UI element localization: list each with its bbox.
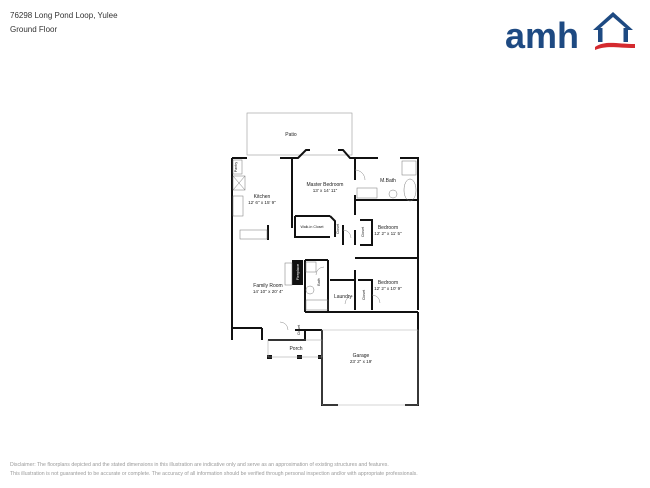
tub bbox=[403, 178, 417, 202]
svg-text:M.Bath: M.Bath bbox=[380, 178, 396, 184]
closet-label-bed3: Closet bbox=[362, 290, 366, 300]
svg-text:Bedroom: Bedroom bbox=[378, 280, 398, 286]
floor-name: Ground Floor bbox=[10, 25, 58, 34]
bath-sink bbox=[305, 261, 317, 273]
vanity bbox=[356, 187, 378, 199]
walk-in-closet: Walk-in Closet bbox=[300, 225, 323, 229]
garage-outline bbox=[321, 329, 419, 406]
toilet bbox=[388, 189, 398, 199]
closet-label-entry: Closet bbox=[297, 325, 301, 335]
svg-text:Bedroom: Bedroom bbox=[378, 225, 398, 231]
disclaimer-line-1: Disclaimer: The floorplans depicted and … bbox=[10, 462, 389, 468]
shower bbox=[401, 160, 417, 176]
svg-text:14' 10" x 20' 4": 14' 10" x 20' 4" bbox=[253, 289, 284, 294]
disclaimer: Disclaimer: The floorplans depicted and … bbox=[10, 461, 418, 479]
fridge bbox=[232, 175, 246, 191]
garage: Garage 23' 2" x 19' bbox=[350, 353, 372, 364]
svg-text:Patio: Patio bbox=[285, 132, 297, 138]
svg-text:Porch: Porch bbox=[289, 346, 302, 352]
closet-label-master: Closet bbox=[336, 224, 340, 234]
bedroom-3: Bedroom 12' 2" x 10' 9" bbox=[374, 280, 402, 291]
svg-text:Walk-in Closet: Walk-in Closet bbox=[300, 225, 323, 229]
amh-logo: amh bbox=[505, 12, 635, 52]
kitchen-sink bbox=[239, 229, 268, 240]
svg-text:13' x 14' 11": 13' x 14' 11" bbox=[313, 188, 338, 193]
pantry bbox=[232, 159, 243, 175]
bath-tub bbox=[305, 299, 329, 311]
header: 76298 Long Pond Loop, Yulee Ground Floor bbox=[10, 9, 118, 37]
fixtures bbox=[232, 159, 417, 311]
patio: Patio bbox=[246, 112, 353, 156]
range bbox=[232, 195, 244, 217]
kitchen: Kitchen 12' 6" x 15' 9" bbox=[248, 194, 276, 205]
closet-label-bed2: Closet bbox=[361, 227, 365, 237]
fireplace-label: Fireplace bbox=[295, 263, 300, 280]
master-bedroom: Master Bedroom 13' x 14' 11" bbox=[307, 182, 344, 193]
door-swings bbox=[279, 169, 381, 331]
family-room: Family Room 14' 10" x 20' 4" bbox=[253, 283, 284, 294]
svg-text:12' 6" x 15' 9": 12' 6" x 15' 9" bbox=[248, 200, 276, 205]
pantry-label: Pantry bbox=[234, 162, 238, 173]
disclaimer-line-2: This illustration is not guaranteed to b… bbox=[10, 471, 418, 477]
svg-text:Garage: Garage bbox=[353, 353, 370, 359]
bedroom-2: Bedroom 12' 2" x 11' 5" bbox=[374, 225, 402, 236]
bath-label: Bath bbox=[317, 278, 321, 285]
bath-toilet bbox=[305, 285, 315, 295]
svg-text:12' 2" x 11' 5": 12' 2" x 11' 5" bbox=[374, 231, 402, 236]
svg-text:23' 2" x 19': 23' 2" x 19' bbox=[350, 359, 372, 364]
laundry-label: Laundry bbox=[334, 294, 353, 300]
property-address: 76298 Long Pond Loop, Yulee bbox=[10, 11, 118, 20]
hearth bbox=[284, 262, 293, 286]
mbath: M.Bath bbox=[380, 178, 396, 184]
svg-text:12' 2" x 10' 9": 12' 2" x 10' 9" bbox=[374, 286, 402, 291]
porch: Porch bbox=[289, 346, 302, 352]
house-icon bbox=[593, 12, 635, 50]
logo-text: amh bbox=[505, 15, 579, 52]
svg-text:Kitchen: Kitchen bbox=[254, 194, 271, 200]
svg-text:Master Bedroom: Master Bedroom bbox=[307, 182, 344, 188]
svg-text:Family Room: Family Room bbox=[253, 283, 282, 289]
